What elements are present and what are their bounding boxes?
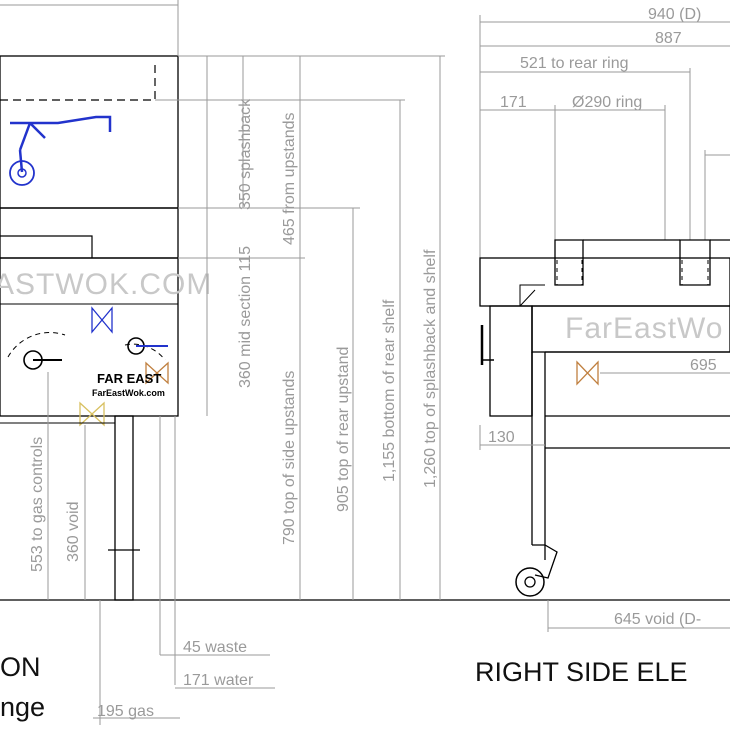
water-valve-icon — [91, 306, 113, 334]
dim-mid-section: 360 mid section 115 — [237, 246, 254, 388]
dim-171: 171 — [500, 94, 527, 111]
top-frame — [479, 257, 730, 307]
right-title: RIGHT SIDE ELE — [475, 657, 688, 687]
logo-far-east: FAR EAST — [97, 371, 161, 386]
leg-front — [114, 415, 134, 601]
left-title-line1: ON — [0, 652, 41, 682]
caster-wheel-icon — [515, 544, 558, 597]
handle-icon — [480, 325, 494, 365]
dim-gas: 195 gas — [97, 703, 154, 720]
door-swing-left — [7, 332, 66, 358]
gas-valve-icon — [145, 361, 169, 385]
knob-left-icon — [23, 350, 62, 370]
brand-watermark-right: FarEastWo — [565, 312, 724, 345]
ring-support-right — [679, 239, 711, 286]
dim-ring: Ø290 ring — [572, 94, 642, 111]
dim-rear-ring: 521 to rear ring — [520, 55, 629, 72]
dim-waste: 45 waste — [183, 639, 247, 656]
dim-splashback: 350 splashback — [237, 98, 254, 210]
dim-splashback-shelf: 1,260 top of splashback and shelf — [422, 249, 439, 488]
dim-695: 695 — [690, 357, 717, 374]
dim-130: 130 — [488, 429, 515, 446]
dim-from-upstands: 465 from upstands — [281, 112, 298, 245]
tap-icon — [9, 115, 112, 186]
dim-side-upstands: 790 top of side upstands — [281, 371, 298, 545]
upstand-outline — [0, 235, 93, 258]
side-door — [489, 305, 533, 417]
gas-valve-right-icon — [576, 360, 599, 386]
right-elevation: 940 (D) 887 521 to rear ring 171 Ø290 ri… — [475, 6, 730, 687]
dim-depth: 940 (D) — [648, 6, 701, 23]
top-dimension-lines — [479, 15, 730, 258]
brand-watermark-left: ASTWOK.COM — [0, 268, 212, 301]
ring-support-left — [554, 239, 584, 286]
dim-gas-controls: 553 to gas controls — [29, 437, 46, 572]
vertical-dimension-lines — [0, 0, 445, 725]
dim-void: 360 void — [65, 502, 82, 563]
knob-right-icon — [127, 337, 168, 355]
dim-water: 171 water — [183, 672, 254, 689]
logo-website: FarEastWok.com — [92, 388, 165, 398]
dim-rear-shelf: 1,155 bottom of rear shelf — [381, 299, 398, 482]
yellow-valve-icon — [79, 401, 105, 427]
shelf-hidden-line — [0, 62, 156, 101]
mid-section — [0, 207, 179, 259]
dim-887: 887 — [655, 30, 682, 47]
left-title-line2: nge — [0, 692, 45, 722]
dim-void-depth: 645 void (D- — [614, 611, 701, 628]
dim-rear-upstand: 905 top of rear upstand — [335, 347, 352, 512]
